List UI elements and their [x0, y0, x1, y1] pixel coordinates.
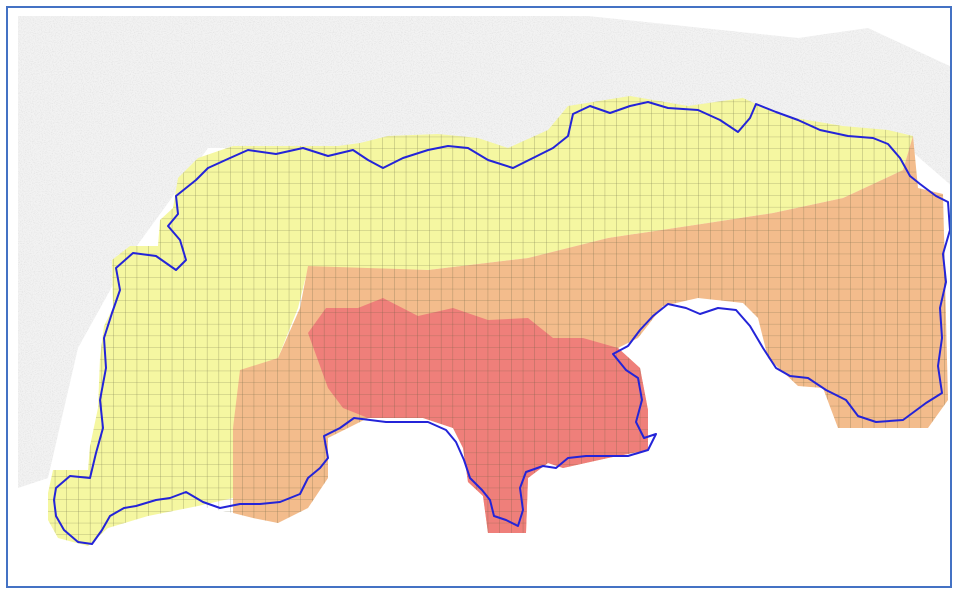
map-canvas[interactable]: [8, 8, 952, 588]
region-boundary[interactable]: [53, 101, 950, 545]
map-frame: [6, 6, 952, 588]
grid-overlay: [48, 96, 948, 546]
